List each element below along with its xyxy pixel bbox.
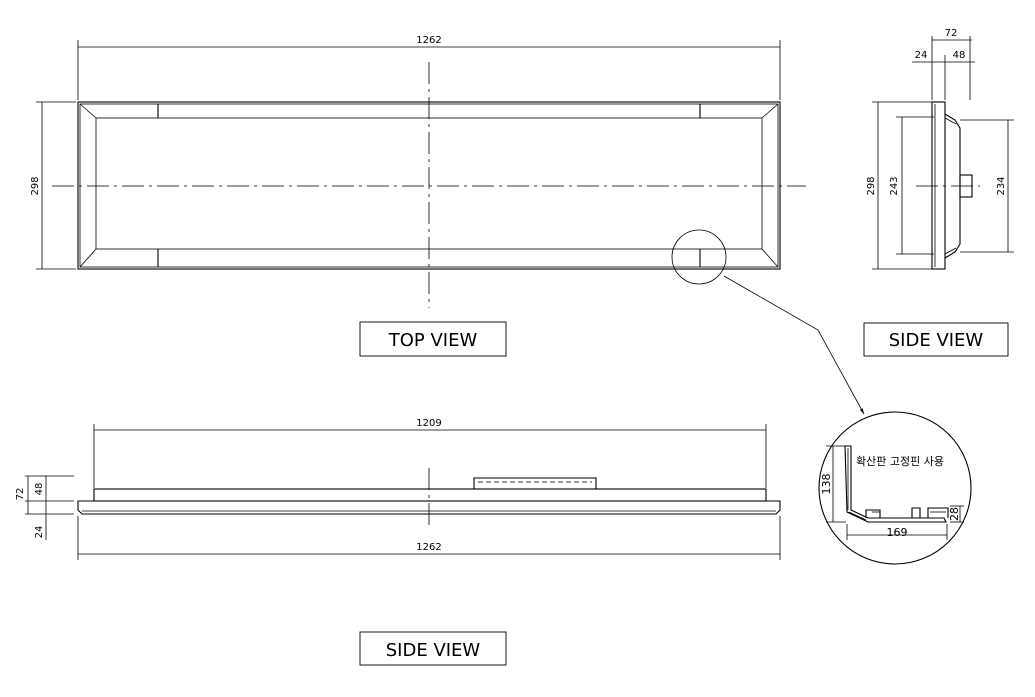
top-view: 1262 298 (30, 35, 806, 308)
top-width-dim: 1262 (416, 35, 441, 46)
side-view-bottom-title: SIDE VIEW (386, 640, 481, 661)
detail-leader-arrow (723, 275, 865, 415)
bottom-total-height-dim: 72 (15, 488, 26, 501)
side-body-depth-dim: 48 (953, 50, 966, 61)
top-view-title: TOP VIEW (388, 330, 478, 351)
detail-width-dim: 169 (887, 526, 908, 539)
side-total-depth-dim: 72 (945, 28, 958, 39)
side-height-outer-dim: 298 (866, 176, 877, 195)
detail-view: 확산판 고정핀 사용 138 169 28 (818, 411, 972, 565)
top-view-label: TOP VIEW (359, 321, 507, 357)
bottom-outer-length-dim: 1262 (416, 542, 441, 553)
side-frame-depth-dim: 24 (915, 50, 928, 61)
detail-note: 확산판 고정핀 사용 (856, 455, 944, 468)
detail-height-dim: 138 (820, 474, 833, 495)
side-height-body-dim: 234 (996, 176, 1007, 195)
bottom-frame-height-dim: 24 (34, 526, 45, 539)
side-height-inner-dim: 243 (889, 176, 900, 195)
side-view-bottom: 1209 72 48 24 1262 (15, 418, 781, 560)
side-view-bottom-label: SIDE VIEW (359, 631, 507, 666)
bottom-body-height-dim: 48 (34, 483, 45, 496)
detail-lip-dim: 28 (948, 507, 961, 521)
top-height-dim: 298 (30, 176, 41, 195)
side-view-right-label: SIDE VIEW (863, 322, 1009, 357)
bottom-inner-length-dim: 1209 (416, 418, 441, 429)
side-view-right-title: SIDE VIEW (889, 330, 984, 351)
side-view-right: 72 24 48 298 243 234 (866, 28, 1014, 270)
